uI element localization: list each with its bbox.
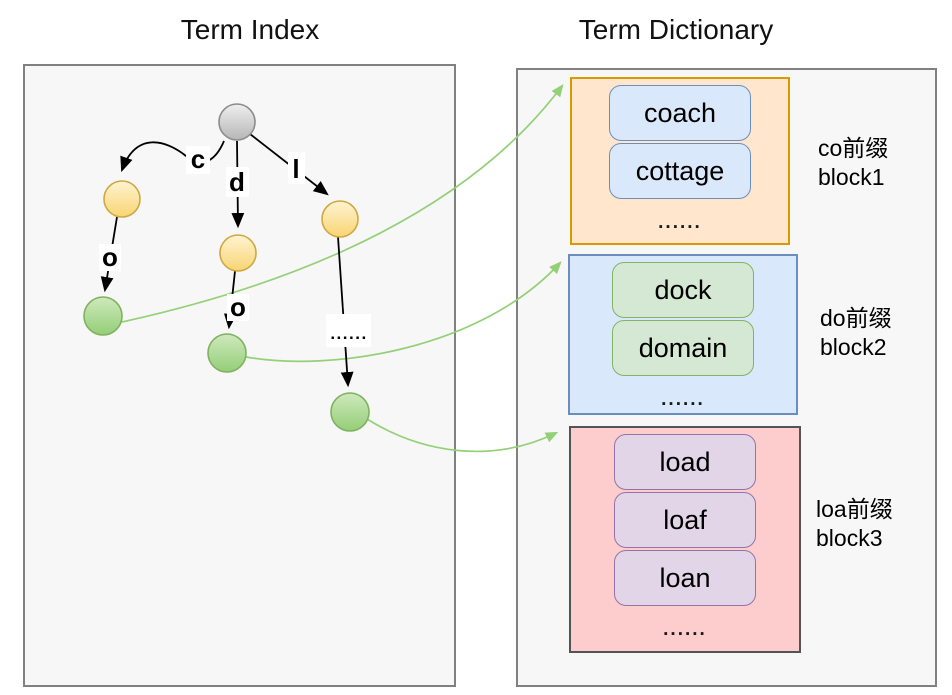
block-label-do: do前缀 block2 [820, 304, 892, 362]
block-label-name: block2 [820, 334, 887, 360]
term-item: loaf [614, 492, 756, 548]
block-ellipsis: ...... [661, 389, 705, 410]
term-index-title: Term Index [180, 14, 320, 45]
dictionary-block-do: dock domain ...... [568, 254, 798, 415]
block-label-name: block1 [818, 164, 885, 190]
block-ellipsis: ...... [658, 212, 702, 233]
dictionary-block-co: coach cottage ...... [570, 77, 790, 245]
term-item: loan [614, 550, 756, 606]
term-item: cottage [609, 143, 751, 199]
dictionary-block-loa: load loaf loan ...... [569, 426, 801, 653]
term-item: load [614, 434, 756, 490]
block-ellipsis: ...... [663, 619, 707, 640]
block-label-prefix: loa前缀 [816, 496, 893, 522]
block-label-co: co前缀 block1 [818, 134, 888, 192]
block-label-prefix: co前缀 [818, 135, 889, 161]
term-dictionary-title: Term Dictionary [578, 14, 774, 45]
block-label-name: block3 [816, 525, 883, 551]
term-item: dock [612, 262, 754, 318]
term-index-panel [23, 64, 456, 687]
term-item: domain [612, 320, 754, 376]
block-label-prefix: do前缀 [820, 305, 892, 331]
block-label-loa: loa前缀 block3 [816, 495, 893, 553]
term-item: coach [609, 85, 751, 141]
term-dictionary-panel: coach cottage ...... co前缀 block1 dock do… [516, 68, 937, 687]
